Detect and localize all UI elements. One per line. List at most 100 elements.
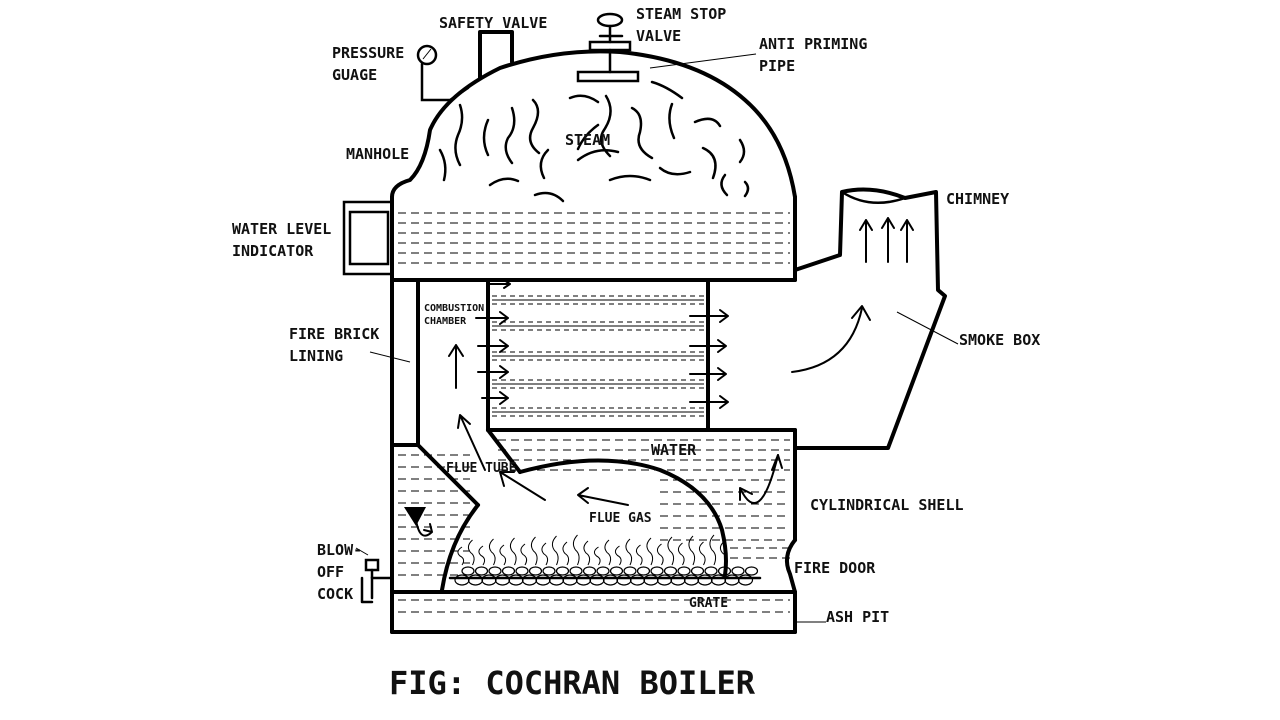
coal-piece bbox=[704, 566, 718, 576]
coal-piece bbox=[467, 574, 484, 586]
label-water-level-1: WATER LEVEL bbox=[232, 220, 331, 238]
blow-off-cock bbox=[360, 558, 394, 604]
flame bbox=[467, 539, 475, 566]
safety-valve bbox=[478, 30, 514, 80]
coal-piece bbox=[650, 566, 664, 576]
label-grate: GRATE bbox=[689, 596, 728, 611]
label-steam-stop-1: STEAM STOP bbox=[636, 5, 726, 23]
steam-stop-valve bbox=[588, 12, 632, 52]
pressure-gauge bbox=[416, 44, 470, 102]
flame bbox=[688, 535, 696, 566]
flame bbox=[698, 541, 706, 566]
label-cylindrical-shell: CYLINDRICAL SHELL bbox=[810, 496, 964, 514]
coal-piece bbox=[474, 566, 489, 576]
coal-piece bbox=[569, 566, 583, 576]
boiler-dome bbox=[390, 49, 797, 199]
flame bbox=[488, 538, 496, 566]
flame bbox=[572, 534, 580, 566]
label-manhole: MANHOLE bbox=[346, 145, 409, 163]
flame bbox=[509, 537, 517, 566]
label-pressure-2: GUAGE bbox=[332, 66, 377, 84]
flame bbox=[646, 537, 654, 566]
flame bbox=[604, 539, 612, 566]
coal-piece bbox=[508, 574, 524, 586]
coal-piece bbox=[731, 566, 745, 576]
label-steam-stop-2: VALVE bbox=[636, 27, 681, 45]
coal-piece bbox=[521, 574, 538, 586]
coal-piece bbox=[528, 566, 543, 576]
flame bbox=[635, 544, 643, 566]
coal-piece bbox=[555, 566, 570, 576]
label-fire-door: FIRE DOOR bbox=[794, 559, 876, 577]
coal-piece bbox=[461, 566, 475, 576]
coal-piece bbox=[501, 566, 516, 576]
flame bbox=[583, 540, 591, 566]
coal-piece bbox=[744, 566, 759, 576]
coal-bed bbox=[454, 566, 759, 586]
coal-piece bbox=[690, 566, 705, 576]
coal-piece bbox=[481, 574, 497, 586]
coal-piece bbox=[589, 574, 605, 586]
coal-piece bbox=[656, 574, 673, 586]
label-flue-gas: FLUE GAS bbox=[589, 511, 652, 526]
flue-tube-wall bbox=[416, 443, 480, 507]
coal-piece bbox=[636, 566, 651, 576]
label-steam: STEAM bbox=[565, 131, 610, 149]
flame bbox=[541, 542, 549, 566]
anti-priming-pipe bbox=[576, 70, 640, 83]
flame bbox=[478, 545, 486, 566]
flame bbox=[457, 546, 465, 566]
flame bbox=[656, 543, 664, 566]
water-level-indicator bbox=[342, 200, 394, 276]
coal-piece bbox=[602, 574, 619, 586]
flame bbox=[614, 545, 622, 566]
coal-piece bbox=[609, 566, 624, 576]
label-smoke-box: SMOKE BOX bbox=[959, 331, 1040, 349]
coal-piece bbox=[670, 574, 686, 586]
coal-piece bbox=[683, 574, 700, 586]
furnace-crown bbox=[440, 458, 728, 592]
label-anti-priming-1: ANTI PRIMING bbox=[759, 35, 867, 53]
label-fire-brick-2: LINING bbox=[289, 347, 343, 365]
label-safety-valve: SAFETY VALVE bbox=[439, 14, 547, 32]
figure-caption: FIG: COCHRAN BOILER bbox=[389, 664, 756, 702]
coal-piece bbox=[724, 574, 740, 586]
coal-piece bbox=[677, 566, 691, 576]
label-combustion-1: COMBUSTION bbox=[424, 303, 484, 314]
coal-piece bbox=[535, 574, 551, 586]
label-pressure-1: PRESSURE bbox=[332, 44, 404, 62]
coal-piece bbox=[548, 574, 565, 586]
coal-piece bbox=[515, 566, 529, 576]
coal-piece bbox=[596, 566, 610, 576]
coal-piece bbox=[454, 574, 470, 586]
steam-squiggles bbox=[438, 80, 750, 203]
coal-piece bbox=[623, 566, 637, 576]
label-blow-off-2: OFF bbox=[317, 563, 344, 581]
flame bbox=[719, 540, 727, 566]
label-chimney: CHIMNEY bbox=[946, 190, 1009, 208]
coal-piece bbox=[643, 574, 659, 586]
smoke-tubes bbox=[492, 295, 704, 417]
flame bbox=[677, 542, 685, 566]
coal-piece bbox=[710, 574, 727, 586]
tube-arrows bbox=[475, 279, 729, 409]
flame bbox=[499, 544, 507, 566]
flame bbox=[709, 534, 717, 566]
coal-piece bbox=[717, 566, 732, 576]
combustion-arrow bbox=[448, 344, 464, 389]
label-fire-brick-1: FIRE BRICK bbox=[289, 325, 379, 343]
chimney-arrows bbox=[859, 217, 914, 263]
flame bbox=[520, 543, 528, 566]
label-anti-priming-2: PIPE bbox=[759, 57, 795, 75]
fire-door bbox=[784, 538, 797, 594]
leader-lines bbox=[355, 53, 959, 623]
coal-piece bbox=[494, 574, 511, 586]
coal-piece bbox=[629, 574, 646, 586]
smoke-arrow bbox=[791, 305, 871, 373]
label-blow-off-1: BLOW- bbox=[317, 541, 362, 559]
flue-gas-arrow bbox=[577, 487, 629, 506]
flame bbox=[667, 536, 675, 566]
label-water: WATER bbox=[651, 441, 697, 459]
coal-piece bbox=[737, 574, 754, 586]
